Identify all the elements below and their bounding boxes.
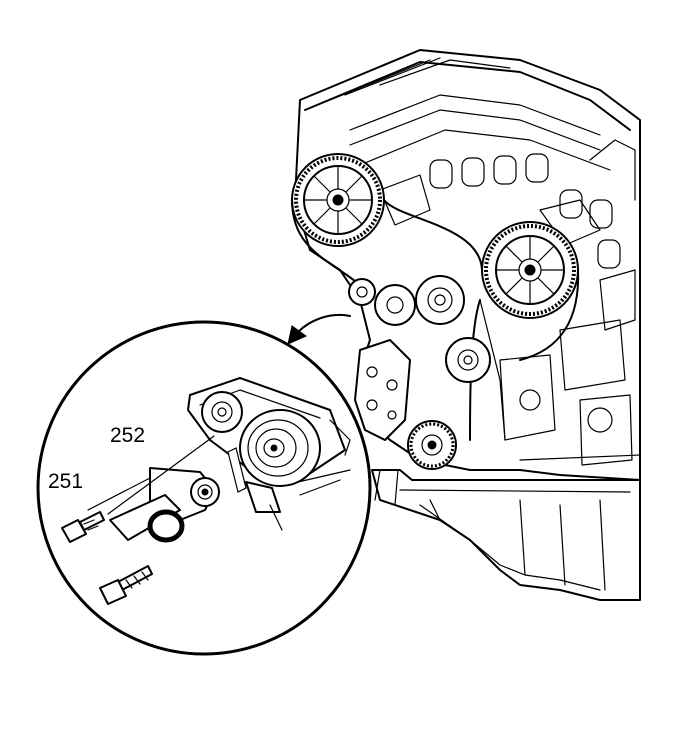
callout-251: 251 (48, 470, 83, 493)
crankshaft-sprocket (407, 420, 457, 470)
engine-illustration (291, 49, 641, 601)
right-camshaft-sprocket (481, 221, 579, 319)
bolt-icon-lower (99, 565, 153, 605)
curved-arrow-icon (287, 314, 351, 345)
cylinder-head-ports (429, 153, 621, 269)
callout-252: 252 (110, 424, 145, 447)
detail-magnifier-circle (36, 320, 372, 656)
left-camshaft-sprocket (291, 153, 385, 247)
bolt-icon (61, 511, 105, 543)
belt-tensioner-pulley (239, 409, 321, 487)
